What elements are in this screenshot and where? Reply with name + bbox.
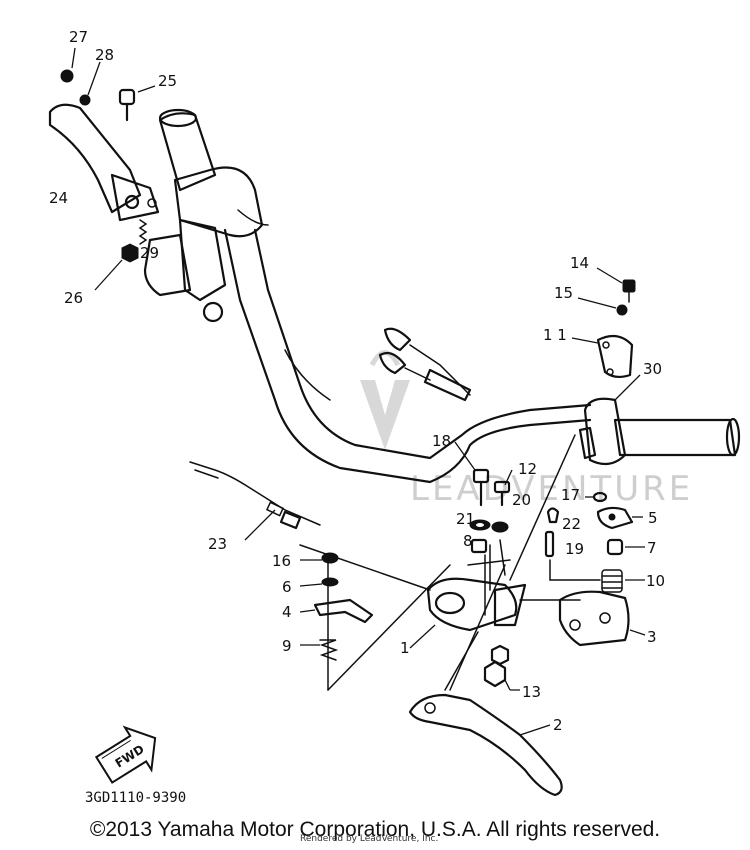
plunger-7	[606, 538, 645, 556]
callout-24: 24	[49, 189, 68, 207]
nut-13	[483, 644, 520, 691]
callout-23: 23	[208, 535, 227, 553]
assembly-lines	[299, 434, 601, 691]
right-switch-30	[578, 374, 741, 466]
callout-10: 10	[646, 572, 665, 590]
callout-18: 18	[432, 432, 451, 450]
callout-27: 27	[69, 28, 88, 46]
callout-13: 13	[522, 683, 541, 701]
bolt-18	[454, 441, 490, 507]
callout-5: 5	[648, 509, 658, 527]
screw-16	[300, 552, 339, 564]
document-code: 3GD1110-9390	[85, 790, 186, 806]
callout-17: 17	[561, 486, 580, 504]
washer-21	[469, 519, 491, 531]
spring-9	[300, 639, 339, 661]
wire-connectors	[378, 327, 472, 402]
callout-15: 15	[554, 284, 573, 302]
washer-20	[491, 521, 509, 533]
copyright-notice: ©2013 Yamaha Motor Corporation, U.S.A. A…	[89, 818, 661, 841]
clip-22	[546, 507, 560, 524]
washer-28	[79, 61, 101, 106]
callout-12: 12	[518, 460, 537, 478]
washer-15	[577, 297, 628, 316]
bolt-14	[596, 267, 636, 303]
callout-8: 8	[463, 532, 473, 550]
callout-2: 2	[553, 716, 563, 734]
bolt-27	[60, 47, 76, 83]
callout-4: 4	[282, 603, 292, 621]
callout-14: 14	[570, 254, 589, 272]
callout-22: 22	[562, 515, 581, 533]
nut-26	[94, 243, 139, 291]
callout-1: 1	[400, 639, 410, 657]
switch-bracket-3	[558, 590, 646, 647]
washer-6	[299, 577, 339, 587]
callout-16: 16	[272, 552, 291, 570]
bracket-4	[299, 598, 374, 624]
cable-23	[189, 461, 321, 541]
callout-21: 21	[456, 510, 475, 528]
clamp-11	[571, 334, 634, 379]
plate-5	[596, 506, 643, 530]
callout-29: 29	[140, 244, 159, 262]
callout-28: 28	[95, 46, 114, 64]
callout-26: 26	[64, 289, 83, 307]
bolt-25	[118, 85, 156, 122]
bushing-8	[470, 538, 488, 554]
callout-30: 30	[643, 360, 662, 378]
callout-labels: 27 28 25 24 29 26 14 15 1 1 30 18 12 20 …	[49, 28, 665, 734]
callout-25: 25	[158, 72, 177, 90]
master-cylinder-1	[409, 554, 527, 649]
callout-19: 19	[565, 540, 584, 558]
fwd-arrow: FWD	[94, 725, 157, 784]
screw-17	[585, 491, 608, 503]
bolt-12	[493, 469, 513, 507]
callout-20: 20	[512, 491, 531, 509]
brake-lever-2	[408, 631, 563, 797]
callout-3: 3	[647, 628, 657, 646]
pivot-pin	[489, 539, 506, 591]
callout-6: 6	[282, 578, 292, 596]
spring-10	[601, 569, 645, 593]
left-grip-assembly	[143, 108, 269, 323]
callout-9: 9	[282, 637, 292, 655]
spring-29	[138, 219, 148, 245]
pin-19	[544, 530, 555, 558]
callout-7: 7	[647, 539, 657, 557]
callout-11: 1 1	[543, 326, 567, 344]
handlebar	[223, 228, 592, 484]
clutch-lever-24	[48, 103, 160, 222]
rendered-by-note: Rendered by LeadVenture, Inc.	[300, 834, 439, 844]
